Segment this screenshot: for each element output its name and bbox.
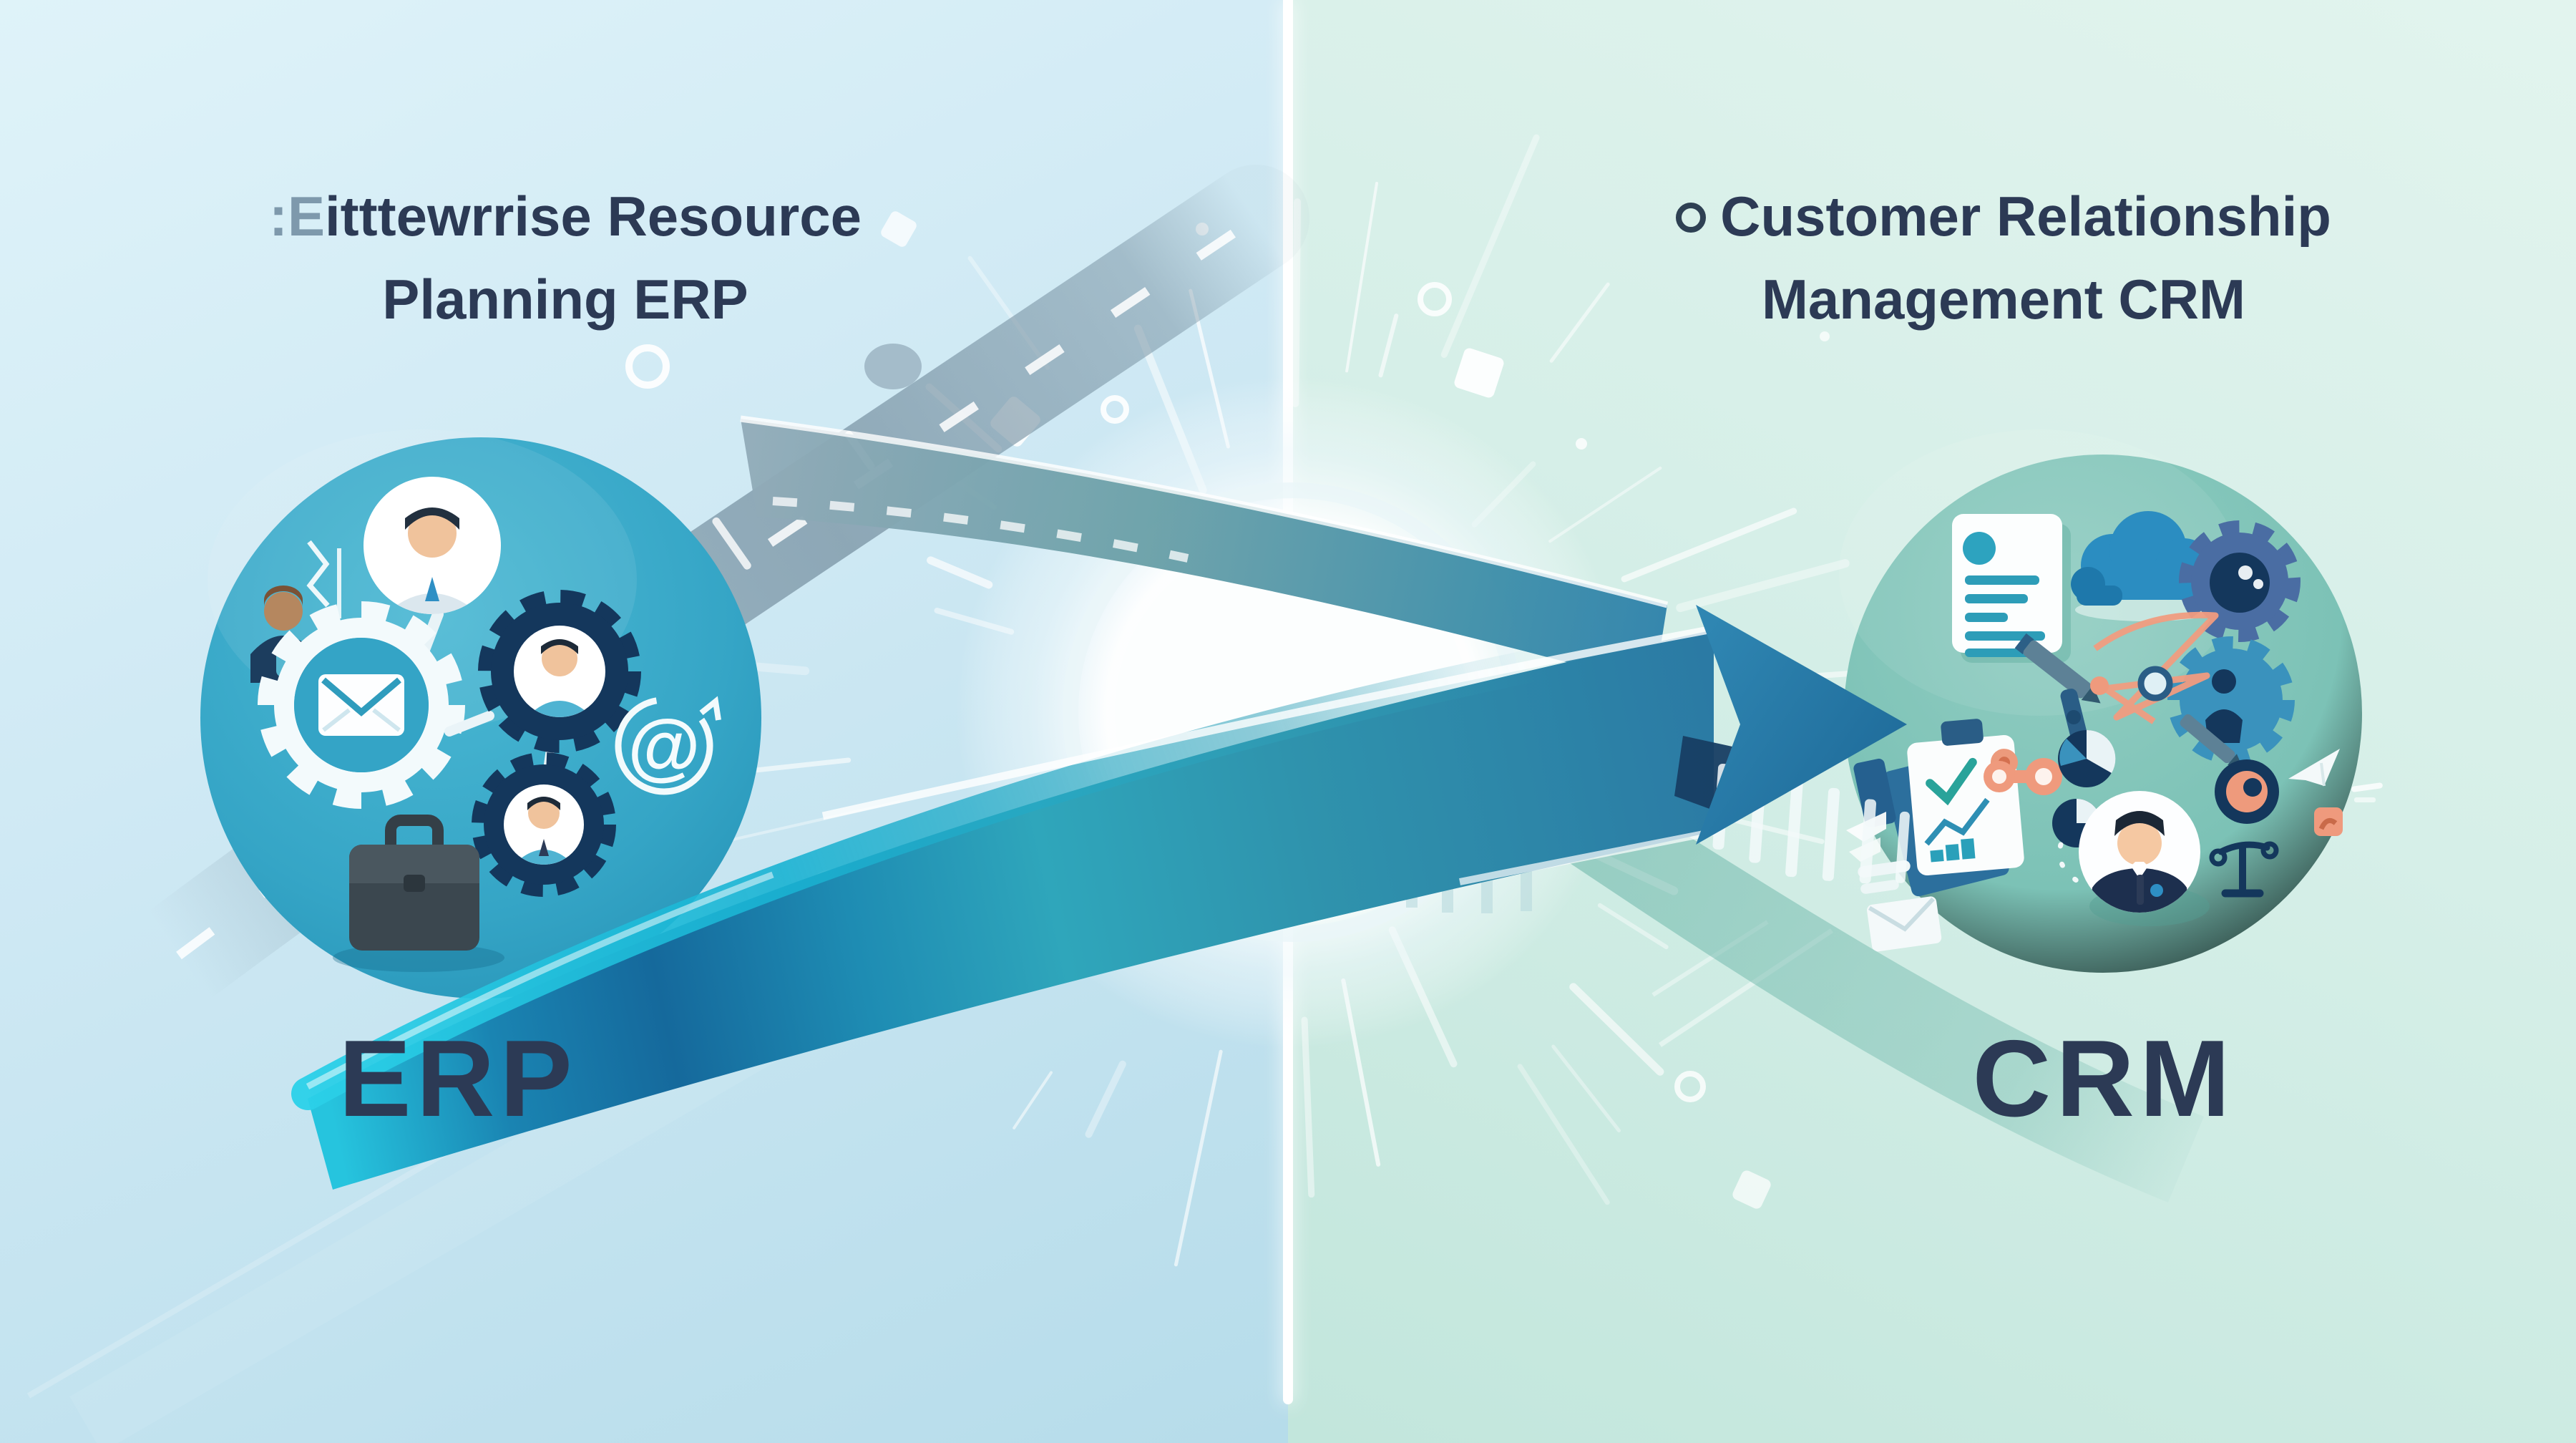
bullet-icon: [1676, 203, 1707, 233]
profile-avatar-icon: [364, 477, 501, 699]
erp-acronym: ERP: [338, 1018, 577, 1140]
slat-marks: [1712, 764, 1910, 884]
crm-circle: [1839, 429, 2383, 973]
document-icon: [1952, 514, 2101, 740]
clipboard-chart-icon: [1853, 719, 2062, 897]
pencil-icon: [2014, 633, 2101, 704]
crm-heading-line1: Customer Relationship: [1574, 175, 2433, 258]
scales-icon: [2209, 841, 2279, 898]
gear-avatar-icon-2: [472, 752, 616, 897]
at-symbol-icon: @: [615, 696, 721, 795]
erp-heading-prefix: :E: [269, 185, 326, 248]
upper-ribbon: [740, 415, 1669, 686]
svg-text:@: @: [628, 705, 700, 788]
crm-heading: Customer Relationship Management CRM: [1574, 175, 2433, 341]
erp-heading-line2: Planning ERP: [382, 268, 748, 331]
flow-arrow: [291, 605, 1910, 1190]
paper-plane-icon: [2288, 749, 2383, 802]
gear-avatar-icon-1: [478, 590, 641, 753]
connection-scribble: [2090, 611, 2219, 724]
crm-acronym: CRM: [1972, 1018, 2235, 1140]
teal-swoosh: [1563, 777, 2204, 1202]
crm-heading-line2: Management CRM: [1761, 268, 2246, 331]
erp-circle: @: [200, 429, 761, 999]
briefcase-icon: [333, 815, 504, 972]
gear-envelope-icon: [258, 601, 465, 809]
gear-icon-slate: [2179, 520, 2301, 642]
erp-heading-line1: :Eitttewrrise Resource: [269, 185, 862, 248]
erp-heading: :Eitttewrrise Resource Planning ERP: [136, 175, 995, 341]
target-icon: [2215, 759, 2279, 824]
customer-avatar-icon: [2079, 791, 2210, 926]
arrowhead: [1696, 605, 1907, 845]
chip-icon: [2314, 807, 2343, 836]
